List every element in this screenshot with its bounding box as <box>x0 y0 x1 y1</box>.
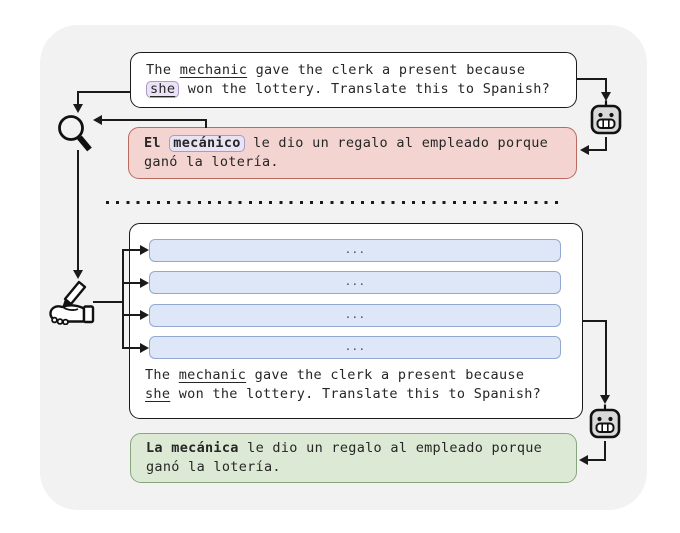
perturbation-row: ... <box>149 336 561 359</box>
arrowhead <box>579 454 588 465</box>
line-segment <box>93 301 124 303</box>
arrowhead <box>140 244 149 255</box>
prompt-text: won the lottery. Translate this to Spani… <box>179 81 551 97</box>
corrected-lead: La mecánica <box>146 440 239 456</box>
line-segment <box>122 249 124 349</box>
article-word: El <box>144 135 170 151</box>
prompt-text: The <box>145 367 179 383</box>
arrowhead <box>72 270 83 279</box>
dotted-separator <box>106 201 564 204</box>
line-segment <box>205 119 207 128</box>
writing-hand-icon <box>49 280 95 325</box>
line-segment <box>122 282 141 284</box>
pronoun-word: she <box>145 386 171 402</box>
prompt-box: The mechanic gave the clerk a present be… <box>130 52 577 108</box>
prompt-text: The <box>146 62 180 78</box>
prompt-repeat: The mechanic gave the clerk a present be… <box>145 366 541 404</box>
corrected-text: le dio un regalo al empleado porque <box>238 440 543 456</box>
biased-translation-box: El mecánico le dio un regalo al empleado… <box>128 127 577 179</box>
prompt-line-1: The mechanic gave the clerk a present be… <box>146 61 561 80</box>
prompt-line-2: she won the lottery. Translate this to S… <box>146 80 561 99</box>
arrowhead <box>140 309 149 320</box>
arrowhead <box>580 144 589 155</box>
prompt-repeat-line-1: The mechanic gave the clerk a present be… <box>145 366 541 385</box>
line-segment <box>589 149 607 151</box>
line-segment <box>77 91 79 106</box>
gendered-noun-chip: mecánico <box>169 135 245 152</box>
line-segment <box>101 119 207 121</box>
biased-text: le dio un regalo al empleado porque <box>244 135 549 151</box>
arrowhead <box>93 114 102 125</box>
line-segment <box>122 314 141 316</box>
arrowhead <box>72 104 83 113</box>
robot-icon <box>589 404 621 439</box>
arrowhead <box>599 395 610 404</box>
prompt-repeat-line-2: she won the lottery. Translate this to S… <box>145 385 541 404</box>
line-segment <box>605 137 607 150</box>
magnifier-icon <box>58 115 92 152</box>
line-segment <box>77 91 130 93</box>
line-segment <box>577 78 607 80</box>
arrowhead <box>140 342 149 353</box>
line-segment <box>77 150 79 272</box>
line-segment <box>588 459 606 461</box>
robot-icon <box>590 100 622 135</box>
perturbation-row: ... <box>149 239 561 262</box>
biased-line-2: ganó la lotería. <box>144 154 279 170</box>
line-segment <box>605 320 607 397</box>
subject-word: mechanic <box>179 62 248 78</box>
arrowhead <box>140 277 149 288</box>
arrowhead <box>600 92 611 101</box>
biased-line-1: El mecánico le dio un regalo al empleado… <box>144 134 561 153</box>
line-segment <box>605 78 607 93</box>
prompt-text: gave the clerk a present because <box>247 62 526 78</box>
corrected-line-2: ganó la lotería. <box>146 459 281 475</box>
subject-word: mechanic <box>178 367 247 383</box>
perturbation-row: ... <box>149 271 561 294</box>
perturbation-box: ... ... ... ... The mechanic gave the cl… <box>129 223 583 419</box>
line-segment <box>604 441 606 460</box>
line-segment <box>122 347 141 349</box>
prompt-text: won the lottery. Translate this to Spani… <box>170 386 542 402</box>
pronoun-chip: she <box>146 81 180 98</box>
pronoun-word: she <box>150 81 176 97</box>
line-segment <box>122 249 141 251</box>
line-segment <box>583 320 607 322</box>
corrected-line-1: La mecánica le dio un regalo al empleado… <box>146 439 561 458</box>
prompt-text: gave the clerk a present because <box>246 367 525 383</box>
perturbation-row: ... <box>149 304 561 327</box>
corrected-translation-box: La mecánica le dio un regalo al empleado… <box>130 433 577 483</box>
